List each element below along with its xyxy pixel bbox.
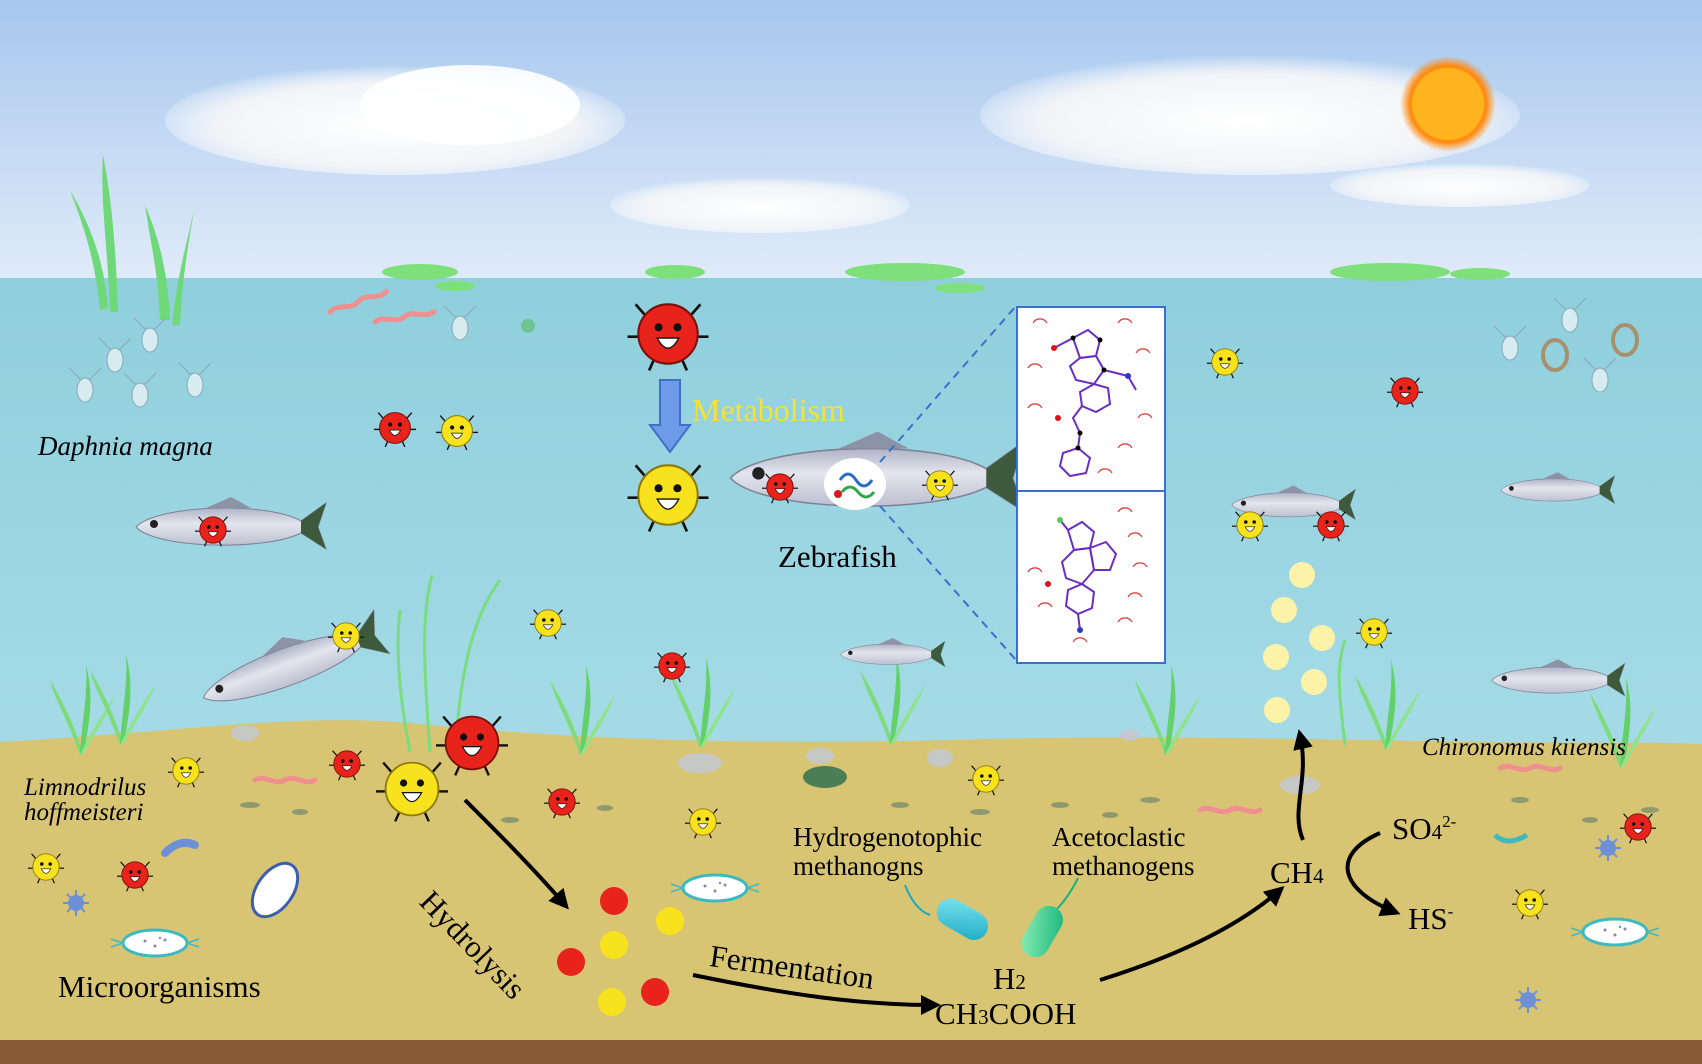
- h2-subscript: 2: [1015, 970, 1026, 994]
- label-limnodrilus-2: hoffmeisteri: [24, 799, 144, 826]
- hydrogenotrophic-methanogen-icon: [904, 884, 989, 940]
- methane-bubbles: [1263, 562, 1335, 723]
- label-ch4: CH4: [1270, 855, 1324, 890]
- ch4-text: CH: [1270, 855, 1314, 890]
- label-daphnia-magna: Daphnia magna: [38, 431, 213, 461]
- ch4-subscript: 4: [1313, 864, 1324, 888]
- sea-grass-left: [70, 155, 195, 325]
- methane-release-arrow: [1293, 729, 1313, 841]
- hs-superscript: -: [1447, 902, 1454, 921]
- ligand-interaction-diagram: [1027, 318, 1153, 478]
- label-metabolism: Metabolism: [692, 392, 845, 428]
- hydrolysis-arrow: [463, 798, 569, 910]
- methanogenesis-arrow: [1099, 886, 1285, 982]
- h2-text: H: [993, 961, 1016, 996]
- label-limnodrilus-1: Limnodrilus: [24, 774, 147, 801]
- label-h2: H2: [993, 961, 1026, 996]
- floating-plants: [382, 263, 1510, 293]
- cloud-right: [980, 55, 1520, 175]
- label-microorganisms: Microorganisms: [58, 969, 261, 1004]
- so4-superscript: 2-: [1442, 812, 1457, 831]
- label-hydrogenotrophic-2: methanogns: [793, 851, 924, 881]
- acetoclastic-methanogen-icon: [1021, 877, 1079, 958]
- product-dots: [557, 887, 684, 1016]
- fermentation-arrow: [692, 973, 941, 1015]
- label-hydrogenotrophic-1: Hydrogenotophic: [793, 822, 982, 852]
- label-chironomus-kiiensis: Chironomus kiiensis: [1422, 734, 1626, 761]
- hs-text: HS: [1408, 901, 1448, 936]
- metabolism-arrow: [648, 379, 692, 454]
- acetic-text-1: CH: [935, 996, 979, 1031]
- label-acetic-acid: CH3COOH: [935, 996, 1077, 1031]
- docking-panel-top: [1016, 306, 1166, 492]
- docking-panel-bottom: [1016, 490, 1166, 664]
- protein-structure-icon: [824, 458, 886, 510]
- label-acetoclastic-2: methanogens: [1052, 851, 1195, 881]
- label-so4: SO42-: [1392, 811, 1457, 846]
- ligand-interaction-diagram: [1027, 507, 1148, 643]
- so4-subscript: 4: [1431, 820, 1443, 844]
- cloud-middle: [610, 177, 910, 233]
- label-acetoclastic-1: Acetoclastic: [1052, 822, 1186, 852]
- acetic-text-2: COOH: [988, 996, 1077, 1031]
- algae-clump: [803, 766, 847, 788]
- sulfate-reduction-arrow: [1345, 831, 1401, 917]
- acetic-subscript: 3: [978, 1005, 989, 1029]
- so4-text: SO: [1392, 811, 1432, 846]
- label-hs: HS-: [1408, 901, 1454, 936]
- label-zebrafish: Zebrafish: [778, 539, 897, 574]
